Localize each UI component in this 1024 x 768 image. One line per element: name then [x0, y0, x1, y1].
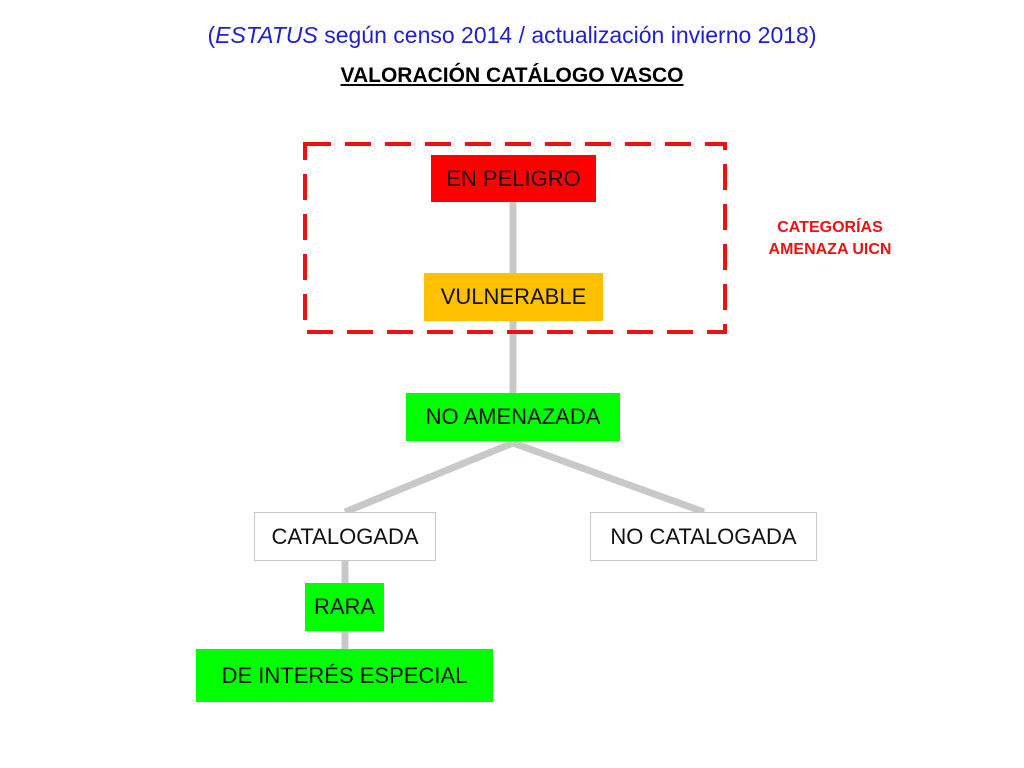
node-vulnerable: VULNERABLE [424, 273, 603, 321]
subtitle-estatus: ESTATUS [215, 22, 318, 48]
uicn-category-label: CATEGORÍAS AMENAZA UICN [740, 217, 920, 261]
node-no-catalogada: NO CATALOGADA [590, 512, 817, 561]
subtitle-open: ( [207, 22, 216, 48]
uicn-label-line2: AMENAZA UICN [768, 241, 892, 258]
subtitle-rest: según censo 2014 / actualización inviern… [317, 22, 817, 48]
node-de-interes-especial: DE INTERÉS ESPECIAL [196, 649, 493, 702]
node-en-peligro: EN PELIGRO [431, 155, 596, 202]
connector-no-amenazada-no-catalogada [511, 439, 706, 516]
page-title: VALORACIÓN CATÁLOGO VASCO [340, 64, 684, 87]
uicn-label-line1: CATEGORÍAS [777, 219, 883, 236]
node-catalogada: CATALOGADA [254, 512, 436, 561]
connector-no-amenazada-catalogada [343, 439, 515, 516]
node-rara: RARA [305, 583, 384, 631]
uicn-dashed-border [303, 142, 727, 334]
page-subtitle: (ESTATUS según censo 2014 / actualizació… [0, 22, 1024, 49]
node-no-amenazada: NO AMENAZADA [406, 393, 620, 441]
